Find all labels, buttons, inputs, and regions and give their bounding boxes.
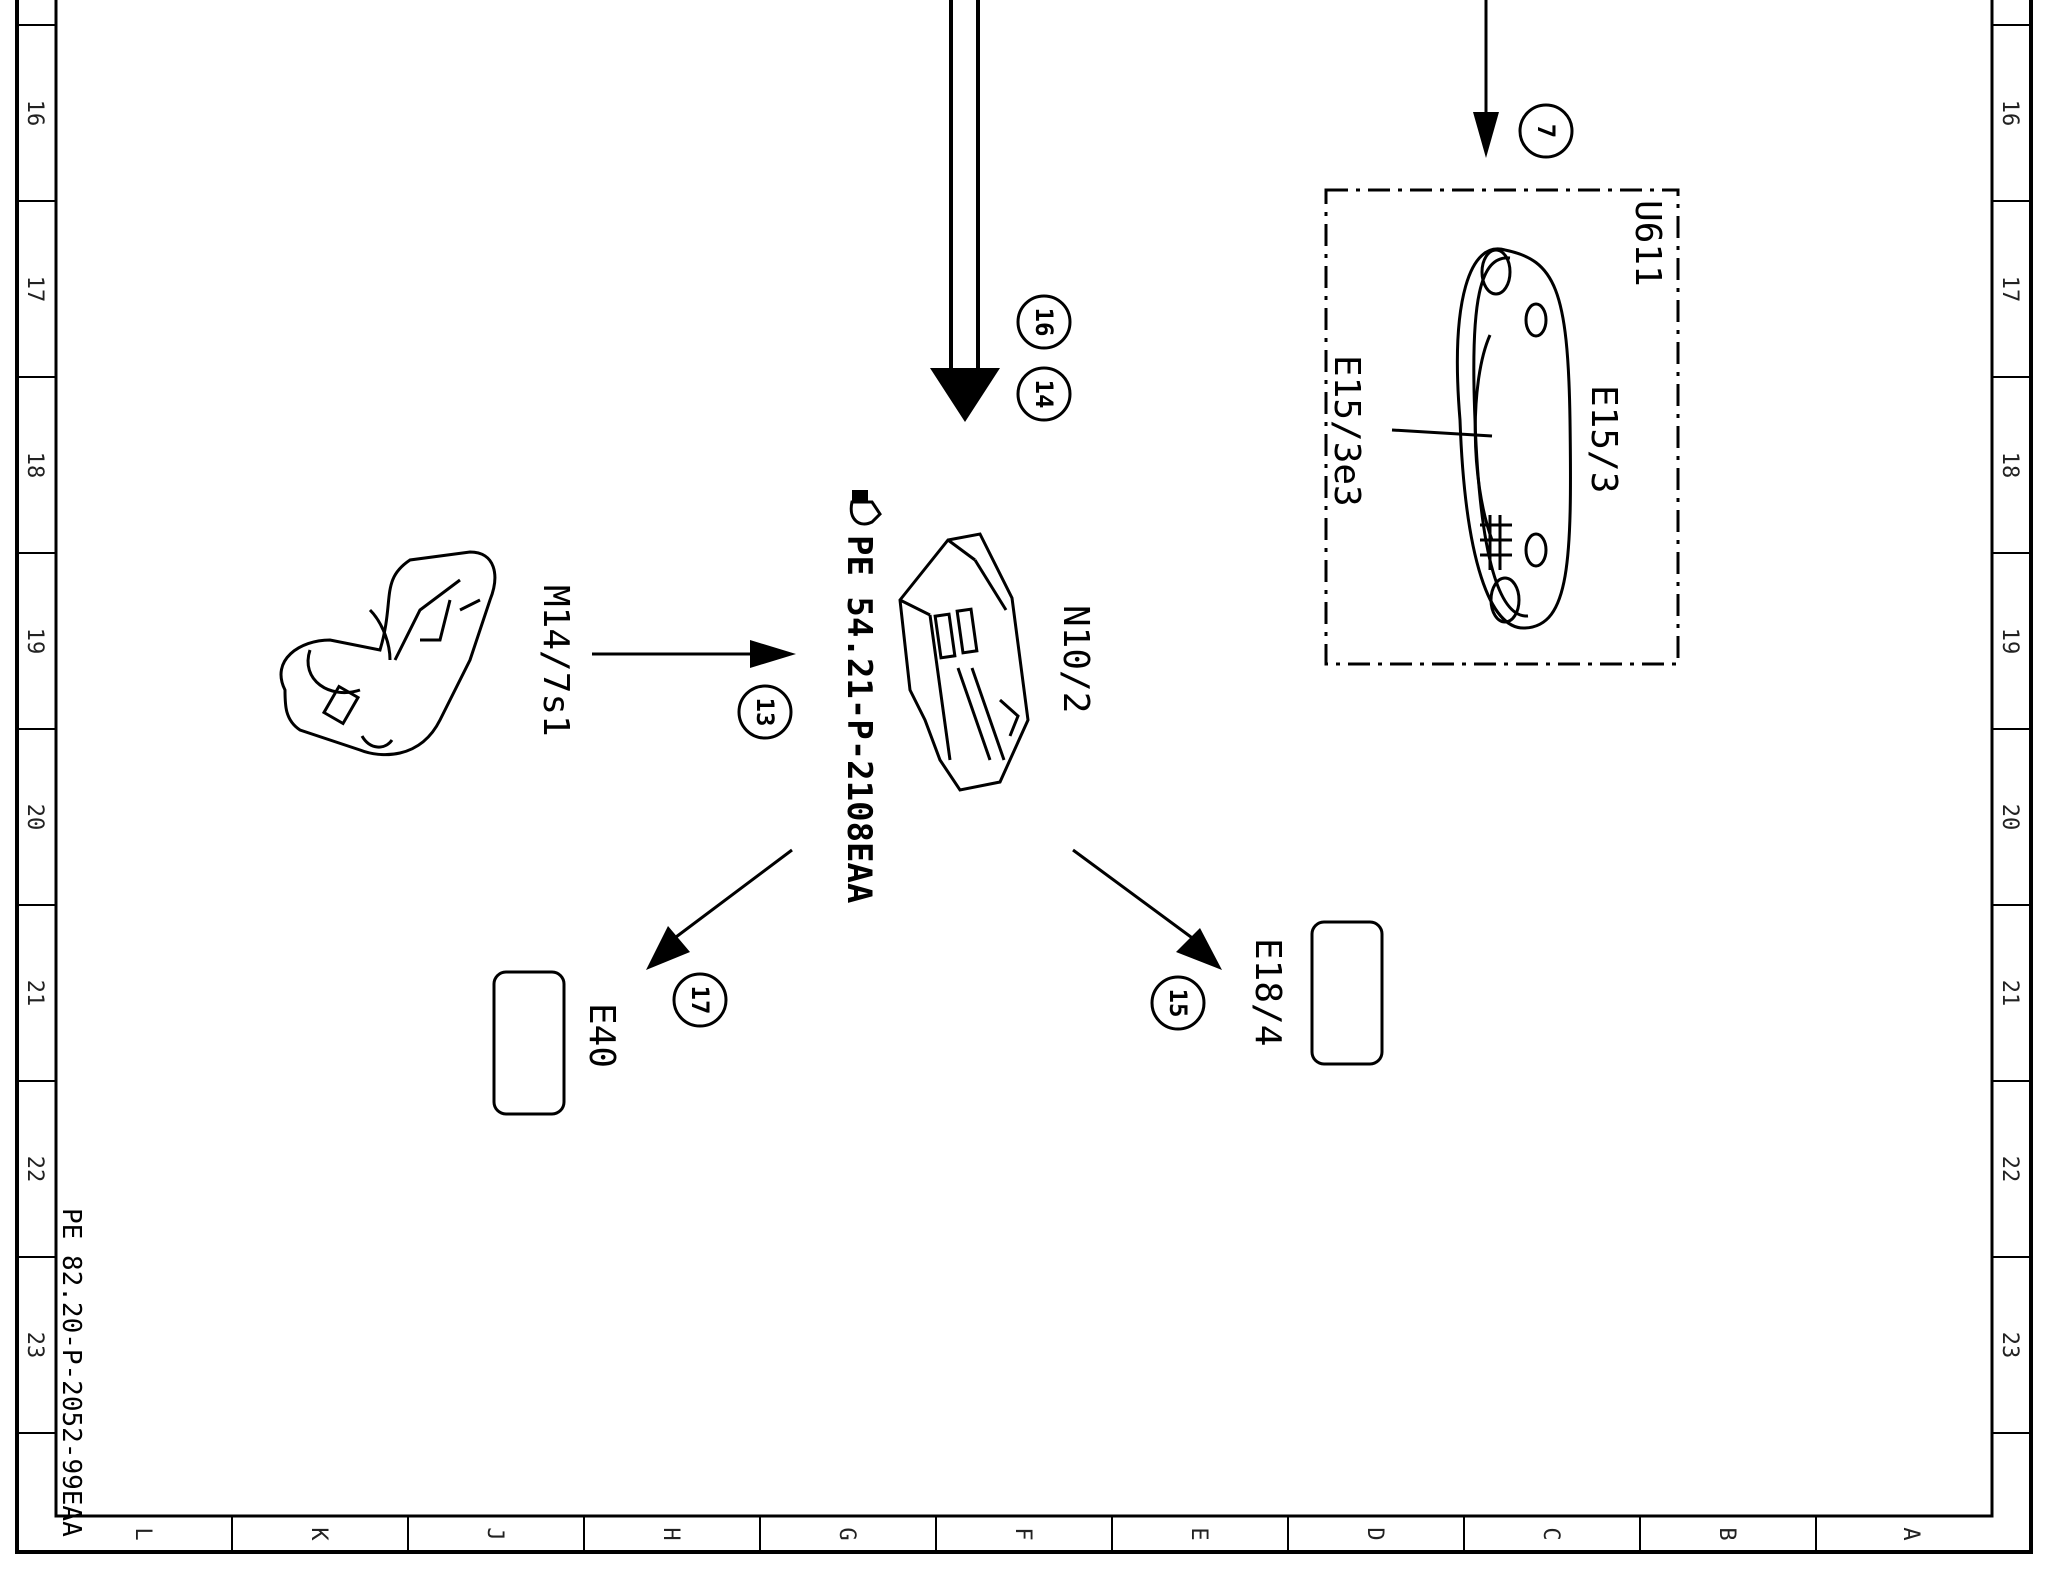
n10-2-label: N10/2: [1055, 605, 1096, 713]
col-label-F: F: [1010, 1527, 1035, 1540]
callout-16: 16: [1030, 308, 1058, 337]
e15-3e3-leader-line: [1391, 428, 1493, 438]
row-label-right-20: 20: [1997, 804, 2022, 831]
door-handle-icon: [1455, 247, 1572, 630]
row-label-left-22: 22: [22, 1156, 47, 1183]
arrow-n10-to-e18-4: [1072, 848, 1222, 970]
row-label-left-19: 19: [22, 628, 47, 655]
row-label-left-23: 23: [22, 1332, 47, 1359]
callout-16-circle: [1016, 294, 1072, 350]
col-label-G: G: [834, 1527, 859, 1540]
row-label-right-23: 23: [1997, 1332, 2022, 1359]
u611-group-box: [1324, 188, 1680, 666]
col-label-A: A: [1898, 1527, 1923, 1540]
col-label-E: E: [1186, 1527, 1211, 1540]
arrow-n10-to-e40: [646, 848, 793, 970]
row-label-left-16: 16: [22, 100, 47, 127]
callout-14: 14: [1030, 380, 1058, 409]
inner-frame: [54, 0, 1994, 1518]
arrow-m14-to-n10: [592, 640, 796, 668]
outer-frame: [15, 0, 2033, 1554]
row-label-left-17: 17: [22, 276, 47, 303]
col-label-B: B: [1714, 1527, 1739, 1540]
m14-7s1-label: M14/7s1: [535, 585, 576, 737]
row-label-right-18: 18: [1997, 452, 2022, 479]
callout-14-circle: [1016, 366, 1072, 422]
row-label-left-21: 21: [22, 980, 47, 1007]
row-label-right-22: 22: [1997, 1156, 2022, 1183]
callout-7: 7: [1532, 124, 1560, 138]
col-label-J: J: [482, 1527, 507, 1540]
callout-17-circle: [672, 972, 728, 1028]
seat-switch-icon: [279, 550, 497, 757]
row-label-right-16: 16: [1997, 100, 2022, 127]
col-label-D: D: [1362, 1527, 1387, 1540]
callout-13-circle: [737, 684, 793, 740]
col-label-L: L: [130, 1527, 155, 1540]
bus-connector-top: [930, 0, 1000, 422]
e15-3-label: E15/3: [1583, 385, 1624, 493]
left-row-ticks: [17, 24, 56, 1434]
row-label-right-21: 21: [1997, 980, 2022, 1007]
callout-7-circle: [1518, 103, 1574, 159]
row-label-left-20: 20: [22, 804, 47, 831]
row-label-right-19: 19: [1997, 628, 2022, 655]
callout-17: 17: [686, 986, 714, 1015]
col-label-H: H: [658, 1527, 683, 1540]
pe-reference-label: PE 54.21-P-2108EAA: [839, 535, 879, 903]
callout-15: 15: [1164, 989, 1192, 1018]
arrow-to-u611: [1473, 0, 1499, 158]
u611-label: U611: [1627, 200, 1668, 287]
pointing-hand-icon: [849, 490, 882, 526]
document-id: PE 82.20-P-2052-99EAA: [56, 1208, 86, 1537]
e40-label: E40: [581, 1003, 622, 1068]
e15-3e3-label: E15/3e3: [1326, 355, 1367, 507]
e18-4-label: E18/4: [1247, 938, 1288, 1046]
callout-13: 13: [751, 698, 779, 727]
row-label-left-18: 18: [22, 452, 47, 479]
e18-4-component-box: [1310, 920, 1384, 1066]
bottom-column-ticks: [231, 1516, 1817, 1552]
right-row-ticks: [1992, 24, 2031, 1434]
col-label-C: C: [1538, 1527, 1563, 1540]
col-label-K: K: [306, 1527, 331, 1541]
callout-15-circle: [1150, 975, 1206, 1031]
row-label-right-17: 17: [1997, 276, 2022, 303]
control-module-icon: [898, 532, 1030, 792]
e40-component-box: [492, 970, 566, 1116]
